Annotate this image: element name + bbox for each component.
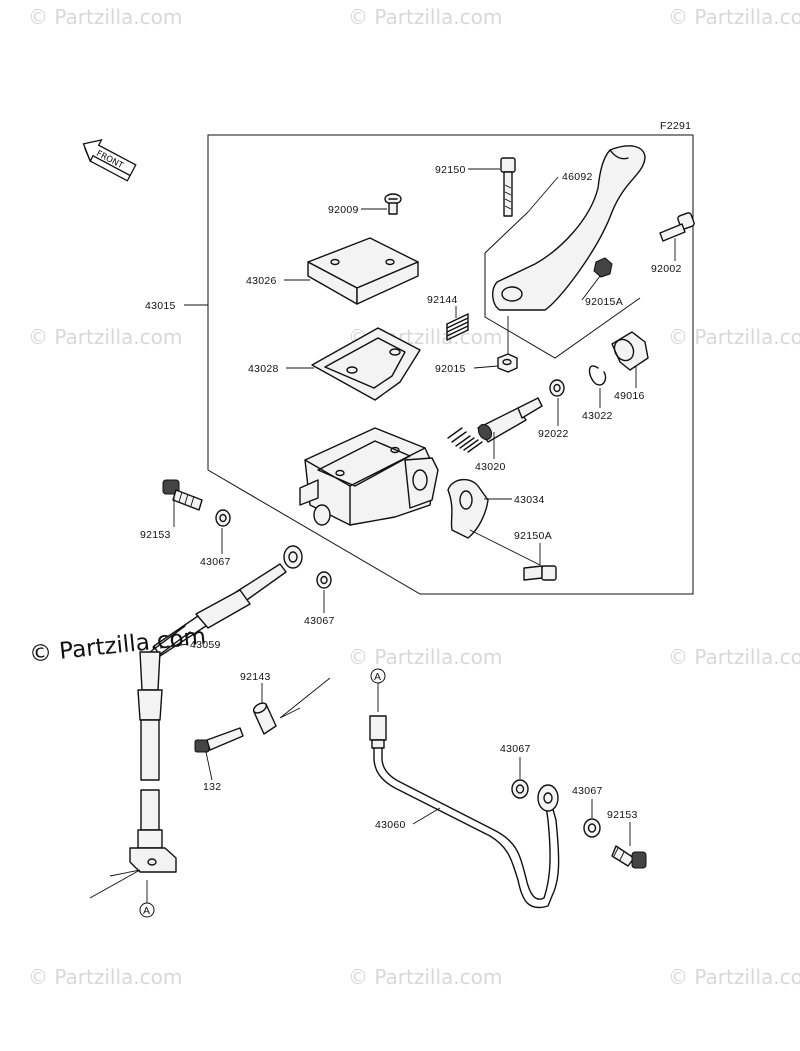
front-arrow-icon: FRONT [82,138,137,182]
watermark: © Partzilla.com [28,325,182,349]
part-label-43067-mid: 43067 [304,615,335,627]
brake-pipe-43060 [369,715,560,909]
screw-92150 [500,157,516,217]
part-label-43034: 43034 [514,494,545,506]
part-label-43067-upper: 43067 [200,556,231,568]
callout-a-bottom: A [89,869,155,918]
diaphragm-43028 [311,327,421,401]
watermark: © Partzilla.com [668,965,800,989]
part-label-92150A: 92150A [514,530,552,542]
part-label-92144: 92144 [427,294,458,306]
copyright-text: © Partzilla.com [28,624,207,668]
part-label-92009: 92009 [328,204,359,216]
part-label-92143: 92143 [240,671,271,683]
part-label-43059: 43059 [190,639,221,651]
screw-92009 [384,193,402,215]
watermark: © Partzilla.com [668,325,800,349]
part-label-92022: 92022 [538,428,569,440]
bolt-132 [194,727,244,753]
watermark: © Partzilla.com [348,645,502,669]
washer-43067-lower-left [511,779,529,799]
clamp-43034 [447,479,489,539]
part-label-43067-lower-left: 43067 [500,743,531,755]
figure-code: F2291 [660,120,691,132]
part-label-43026: 43026 [246,275,277,287]
washer-43067-lower-right [583,818,601,838]
part-label-92015A: 92015A [585,296,623,308]
part-label-92153-lower: 92153 [607,809,638,821]
spring-92144 [446,313,469,341]
part-label-92015: 92015 [435,363,466,375]
lever-subframe [484,211,641,359]
brake-hose-43059 [129,545,303,873]
nut-92015 [497,353,518,373]
bolt-92150A [523,565,557,581]
part-label-132: 132 [203,781,221,793]
part-label-43015: 43015 [145,300,176,312]
piston-43020 [447,397,543,453]
watermark: © Partzilla.com [28,5,182,29]
washer-43067-upper [215,509,231,527]
watermark: © Partzilla.com [668,645,800,669]
washer-92022 [549,379,565,397]
part-label-49016: 49016 [614,390,645,402]
master-cylinder-body [299,427,439,526]
watermark: © Partzilla.com [28,965,182,989]
cap-43026 [307,237,419,305]
part-label-43067-lower-right: 43067 [572,785,603,797]
circlip-43022 [588,365,607,386]
part-label-46092: 46092 [562,171,593,183]
part-label-92150: 92150 [435,164,466,176]
washer-43067-mid [316,571,332,589]
collar-92143 [252,702,277,735]
lever-46092 [492,145,646,311]
nut-92015A [593,257,613,278]
callout-letter: A [374,671,381,683]
banjo-bolt-92153-upper [162,479,203,511]
watermark: © Partzilla.com [348,965,502,989]
part-label-43020: 43020 [475,461,506,473]
part-label-92002: 92002 [651,263,682,275]
assembly-frame [207,134,694,595]
part-label-43060: 43060 [375,819,406,831]
callout-letter: A [143,905,150,917]
part-label-43028: 43028 [248,363,279,375]
watermark: © Partzilla.com [348,5,502,29]
callout-a-top: A [370,668,386,712]
boot-49016 [611,331,649,371]
watermark: © Partzilla.com [668,5,800,29]
banjo-bolt-92153-lower [611,845,647,869]
screw-92002 [659,212,695,242]
part-label-92153-upper: 92153 [140,529,171,541]
part-label-43022: 43022 [582,410,613,422]
